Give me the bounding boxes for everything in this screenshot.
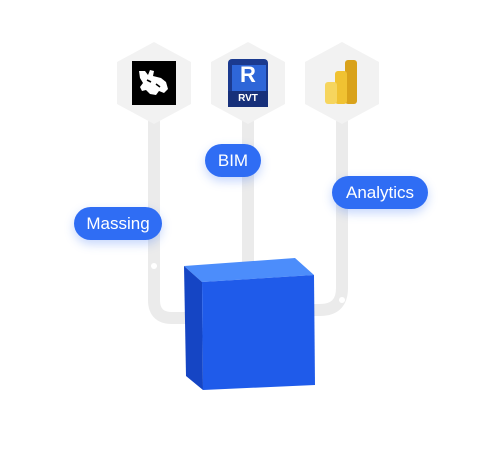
rhino-node	[111, 40, 197, 126]
massing-label: Massing	[74, 207, 162, 240]
analytics-label: Analytics	[332, 176, 428, 209]
powerbi-logo-icon	[323, 60, 361, 106]
connector-dot	[339, 297, 345, 303]
connector-rhino	[148, 106, 198, 324]
powerbi-node	[299, 40, 385, 126]
connector-dot	[151, 263, 157, 269]
connector-powerbi	[304, 106, 348, 316]
revit-logo-icon: R RVT	[226, 59, 270, 107]
rhino-logo-icon	[132, 61, 176, 105]
revit-logo-text: RVT	[238, 93, 258, 104]
revit-node: R RVT	[205, 40, 291, 126]
revit-logo-letter: R	[240, 62, 256, 87]
bim-label: BIM	[205, 144, 261, 177]
model-cube	[184, 258, 315, 390]
